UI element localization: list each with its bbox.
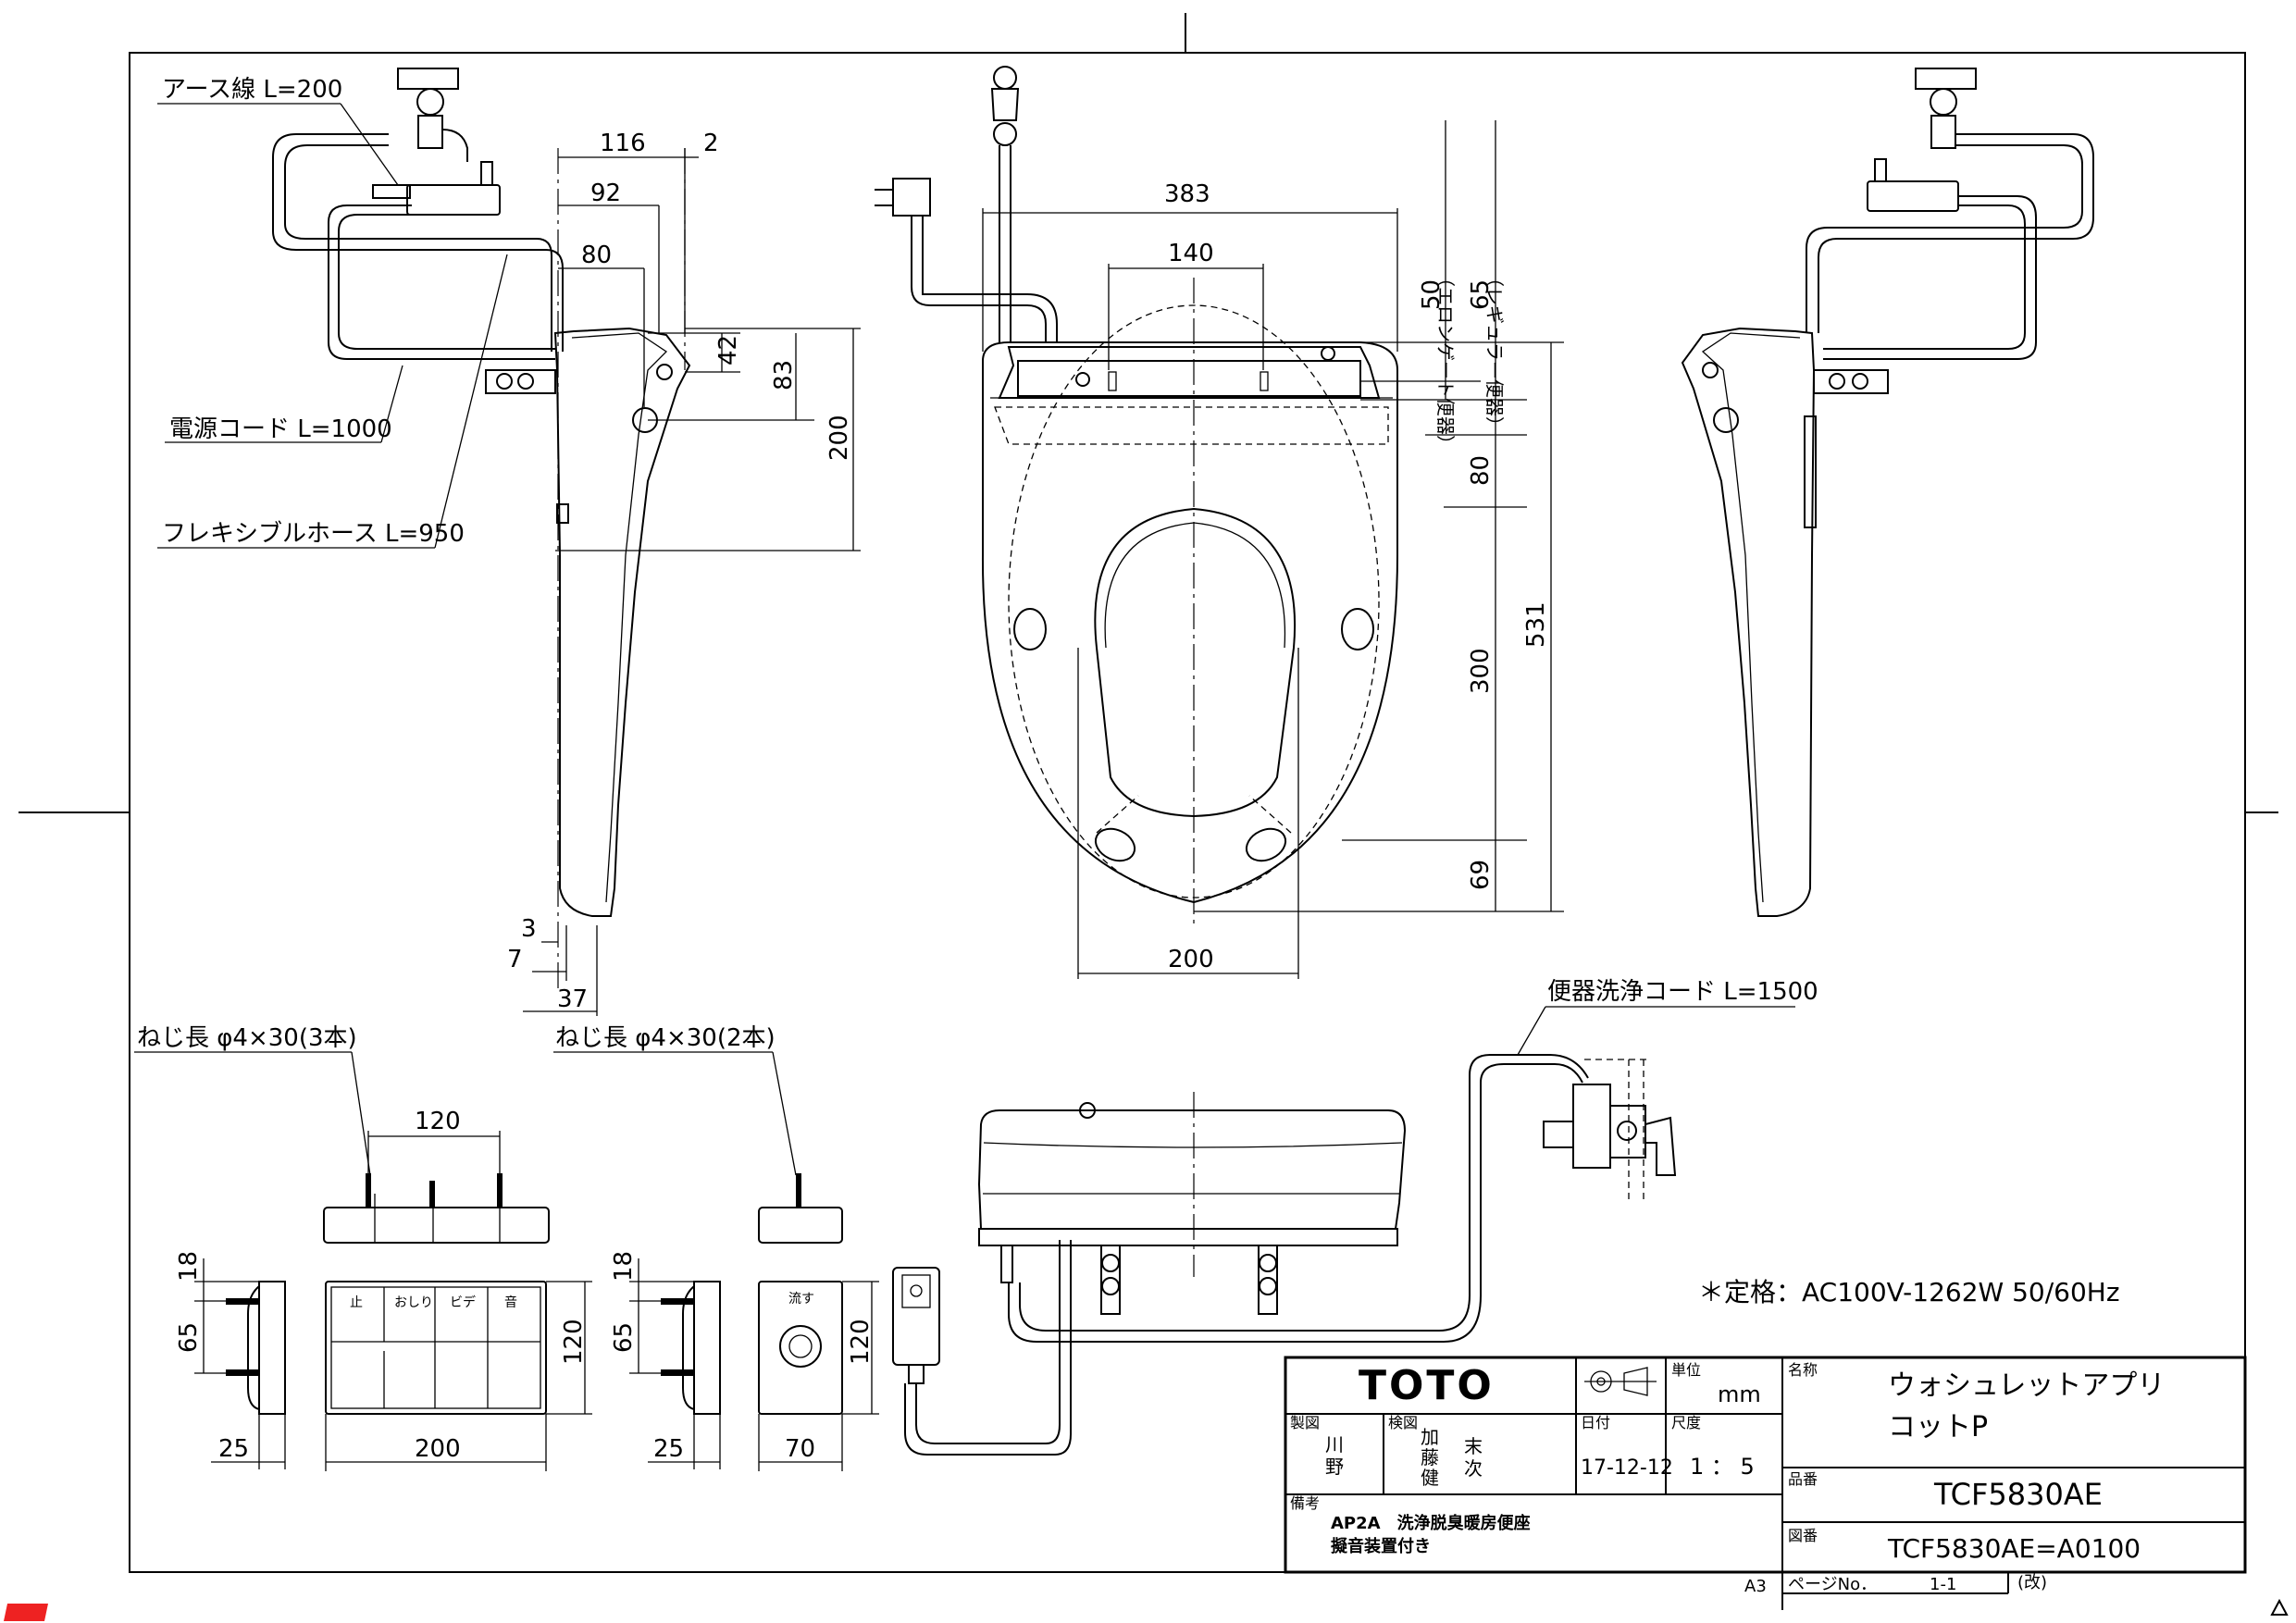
dim-2: 2	[703, 130, 719, 157]
remote-views: ねじ長 φ4×30(3本) ねじ長 φ4×30(2本) 120 18 65	[134, 1024, 879, 1471]
name-line1: ウォシュレットアプリ	[1888, 1369, 2165, 1402]
date-value: 17-12-12	[1581, 1456, 1673, 1480]
dim-18-b: 18	[610, 1251, 638, 1282]
note-elongated: （エロンゲート便器）	[1434, 268, 1457, 453]
dim-200-top: 200	[1168, 946, 1214, 973]
projection-symbol-icon	[1584, 1367, 1657, 1396]
checked-by-2: 藤	[1421, 1446, 1439, 1468]
dim-80-top: 80	[1467, 455, 1495, 486]
front-view: 便器洗浄コード L=1500 ＊定格：AC100V-1262W 50/60Hz	[892, 978, 2120, 1456]
dim-42: 42	[714, 335, 742, 365]
scale-label: 尺度	[1671, 1414, 1701, 1431]
dim-120-remote: 120	[560, 1319, 588, 1365]
dim-120-screws: 120	[415, 1108, 461, 1135]
screw-2-label: ねじ長 φ4×30(2本)	[555, 1024, 776, 1052]
dim-383: 383	[1164, 180, 1210, 208]
dim-7: 7	[507, 946, 523, 973]
dim-70: 70	[785, 1435, 815, 1463]
checked-label: 検図	[1388, 1414, 1418, 1431]
page-label: ページNo．	[1788, 1575, 1877, 1594]
earth-wire-label: アース線 L=200	[162, 76, 342, 104]
dim-65: 65	[1467, 279, 1495, 310]
brand-logo: TOTO	[1359, 1362, 1495, 1409]
dim-200-remote: 200	[415, 1435, 461, 1463]
revision-label: (改)	[2017, 1573, 2047, 1592]
part-number: TCF5830AE	[1933, 1477, 2103, 1512]
sheet-border	[129, 52, 2246, 1573]
title-block: TOTO 単位 mm 名称 ウォシュレットアプリ コットP 製図 川 野 検図 …	[1284, 1356, 2247, 1610]
name-line2: コットP	[1888, 1411, 1988, 1443]
side-dimensions: 116 2 92 80 42 83 200 3 7 37	[507, 130, 861, 1016]
checked-by-5: 次	[1464, 1457, 1483, 1480]
drawn-label: 製図	[1290, 1414, 1320, 1431]
drawing-number: TCF5830AE=A0100	[1887, 1533, 2141, 1564]
dim-92: 92	[590, 180, 621, 207]
dim-25-b: 25	[653, 1435, 684, 1463]
dim-140: 140	[1168, 240, 1214, 267]
remarks-line2: 擬音装置付き	[1331, 1536, 1431, 1556]
dim-65-a: 65	[175, 1322, 203, 1353]
btn-oshiri: おしり	[394, 1295, 433, 1310]
checked-by-4: 末	[1464, 1435, 1483, 1457]
dim-25-a: 25	[218, 1435, 249, 1463]
btn-bidet: ビデ	[450, 1295, 476, 1310]
dim-83: 83	[770, 360, 798, 390]
dim-50: 50	[1418, 279, 1446, 310]
flush-cord-label: 便器洗浄コード L=1500	[1547, 978, 1818, 1006]
top-view	[875, 66, 1398, 925]
dim-120-flush: 120	[847, 1319, 875, 1365]
remarks-line1: AP2A 洗浄脱臭暖房便座	[1331, 1513, 1531, 1533]
dim-37: 37	[557, 985, 588, 1013]
drawn-by-1: 川	[1325, 1433, 1344, 1456]
flex-hose-label: フレキシブルホース L=950	[162, 520, 465, 548]
sheet-size: A3	[1744, 1577, 1767, 1596]
dim-18-a: 18	[175, 1251, 203, 1282]
dim-200-side: 200	[825, 415, 853, 461]
checked-by-3: 健	[1421, 1467, 1439, 1489]
page-value: 1-1	[1930, 1575, 1956, 1594]
scale-value: 1 ： 5	[1690, 1454, 1755, 1480]
flush-label: 流す	[788, 1292, 814, 1307]
part-label: 品番	[1788, 1470, 1818, 1488]
dim-3: 3	[521, 915, 537, 943]
dim-300: 300	[1467, 648, 1495, 694]
screw-3-label: ねじ長 φ4×30(3本)	[137, 1024, 357, 1052]
date-label: 日付	[1581, 1414, 1610, 1431]
dim-531: 531	[1522, 601, 1550, 648]
drawn-by-2: 野	[1325, 1456, 1344, 1478]
checked-by-1: 加	[1421, 1426, 1439, 1448]
dim-65-b: 65	[610, 1322, 638, 1353]
remarks-label: 備考	[1290, 1494, 1320, 1512]
note-regular: （レギュラー便器）	[1483, 268, 1506, 435]
side-callouts: アース線 L=200 電源コード L=1000 フレキシブルホース L=950	[157, 76, 508, 549]
revision-triangle-icon	[2270, 1598, 2289, 1616]
dim-80: 80	[581, 242, 612, 269]
btn-stop: 止	[350, 1295, 363, 1310]
unit-value: mm	[1718, 1381, 1761, 1407]
power-cord-label: 電源コード L=1000	[169, 415, 392, 443]
dim-69: 69	[1467, 860, 1495, 890]
side-view-right	[1681, 68, 2094, 917]
top-dimensions: 383 140 200 50 （エロンゲート便器） 65 （レギュラー便器） 8…	[982, 120, 1564, 979]
unit-label: 単位	[1671, 1361, 1701, 1379]
name-label: 名称	[1788, 1361, 1818, 1379]
logo-icon	[4, 1604, 48, 1621]
btn-sound: 音	[504, 1295, 517, 1310]
drawing-no-label: 図番	[1788, 1527, 1818, 1544]
dim-116: 116	[600, 130, 646, 157]
rating-label: ＊定格：AC100V-1262W 50/60Hz	[1698, 1277, 2120, 1307]
